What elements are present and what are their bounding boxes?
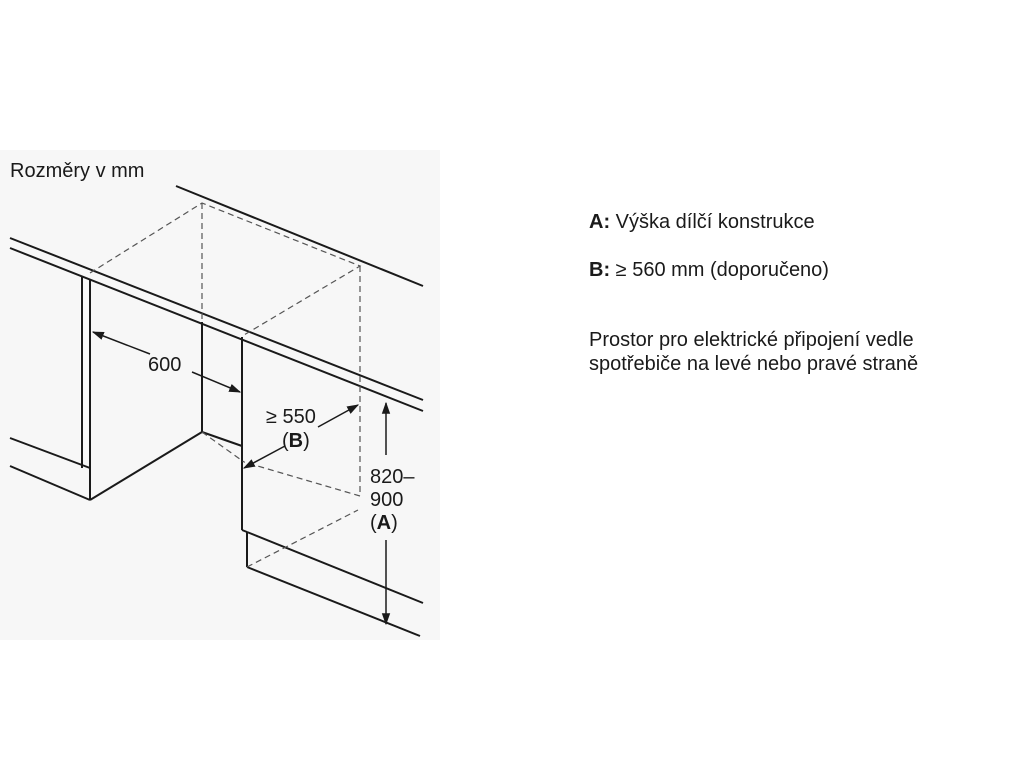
- legend-b-text: ≥ 560 mm (doporučeno): [610, 259, 829, 281]
- niche-back-wall: [201, 322, 243, 447]
- legend-a-text: Výška dílčí konstrukce: [610, 211, 815, 233]
- legend-a: A: Výška dílčí konstrukce: [589, 210, 815, 234]
- depth-dimension-line: [91, 331, 242, 393]
- legend-b: B: ≥ 560 mm (doporučeno): [589, 258, 829, 282]
- worktop: [9, 185, 424, 412]
- floor: [246, 566, 421, 637]
- drawing-background: [0, 150, 440, 640]
- height-ref-label: (A): [370, 512, 398, 534]
- height-value-line2: 900: [370, 489, 403, 511]
- gap-value: ≥ 550: [266, 406, 316, 428]
- depth-value: 600: [148, 354, 181, 376]
- legend-b-key: B:: [589, 259, 611, 281]
- height-value-line1: 820–: [370, 466, 415, 488]
- electrical-note-line2: spotřebiče na levé nebo pravé straně: [589, 353, 919, 375]
- legend-a-key: A:: [589, 211, 611, 233]
- right-cabinet: [241, 337, 424, 604]
- gap-ref-label: (B): [282, 430, 310, 452]
- left-cabinet: [9, 276, 203, 501]
- units-label: Rozměry v mm: [10, 160, 144, 182]
- electrical-note: Prostor pro elektrické připojení vedle s…: [589, 328, 918, 376]
- appliance-outline: [89, 202, 362, 568]
- electrical-note-line1: Prostor pro elektrické připojení vedle: [589, 329, 914, 351]
- width-dimension-line: [242, 404, 360, 469]
